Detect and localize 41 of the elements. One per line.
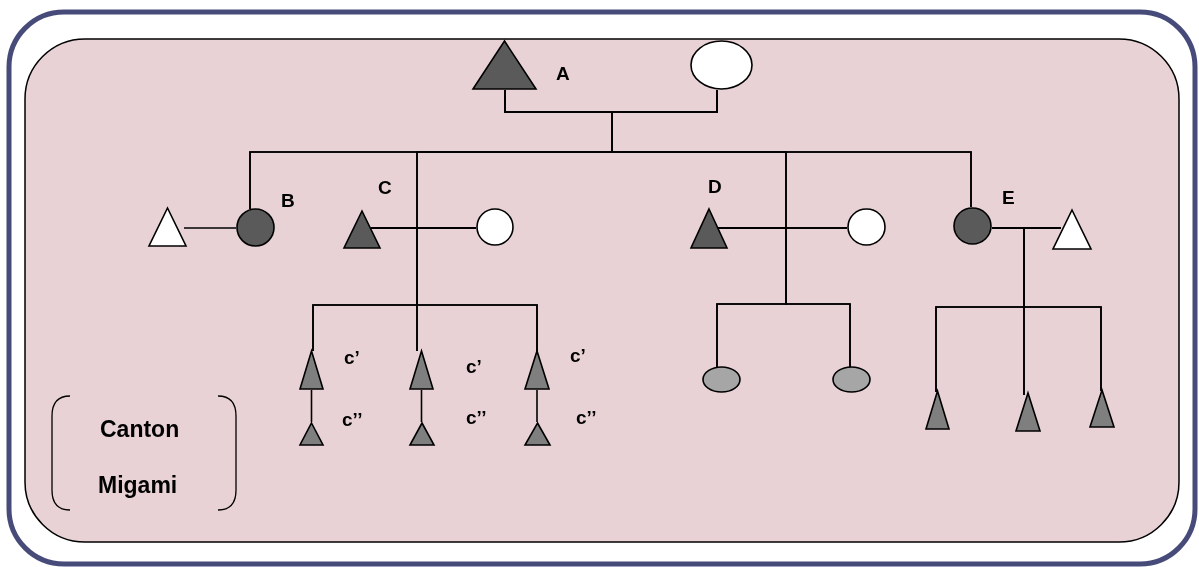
- person-label: E: [1002, 188, 1015, 207]
- circle-symbol: [847, 208, 886, 246]
- circle-symbol: [953, 207, 992, 245]
- circle-symbol: [476, 208, 514, 246]
- pedigree-line: [420, 389, 423, 423]
- person-label: c’’: [576, 408, 597, 427]
- person-label: c’: [466, 357, 482, 376]
- pedigree-line: [1023, 227, 1102, 392]
- ellipse-symbol: [832, 366, 871, 393]
- triangle-symbol: [299, 350, 324, 390]
- group-label: Migami: [98, 474, 178, 497]
- pedigree-line: [416, 227, 538, 352]
- triangle-symbol: [690, 208, 728, 249]
- triangle-symbol: [409, 422, 435, 446]
- triangle-symbol: [925, 390, 950, 430]
- person-label: D: [708, 177, 722, 196]
- circle-symbol: [236, 208, 275, 247]
- pedigree-line: [785, 227, 851, 368]
- triangle-symbol: [472, 40, 537, 90]
- triangle-symbol: [1052, 209, 1092, 250]
- triangle-symbol: [343, 210, 381, 249]
- person-label: c’: [344, 348, 360, 367]
- triangle-symbol: [148, 207, 187, 247]
- triangle-symbol: [409, 350, 434, 390]
- person-label: A: [556, 64, 570, 83]
- triangle-symbol: [524, 422, 551, 446]
- ellipse-symbol: [702, 366, 741, 393]
- pedigree-line: [183, 227, 237, 229]
- person-label: B: [281, 191, 295, 210]
- person-label: c’’: [342, 410, 363, 429]
- triangle-symbol: [1089, 389, 1115, 428]
- group-label: Canton: [100, 418, 180, 441]
- pedigree-line: [310, 389, 313, 423]
- circle-symbol: [690, 40, 753, 90]
- pedigree-line: [536, 389, 538, 423]
- triangle-symbol: [299, 422, 324, 446]
- person-label: c’’: [466, 408, 487, 427]
- person-label: C: [378, 178, 392, 197]
- triangle-symbol: [524, 350, 550, 390]
- person-label: c’: [570, 346, 586, 365]
- triangle-symbol: [1015, 392, 1041, 432]
